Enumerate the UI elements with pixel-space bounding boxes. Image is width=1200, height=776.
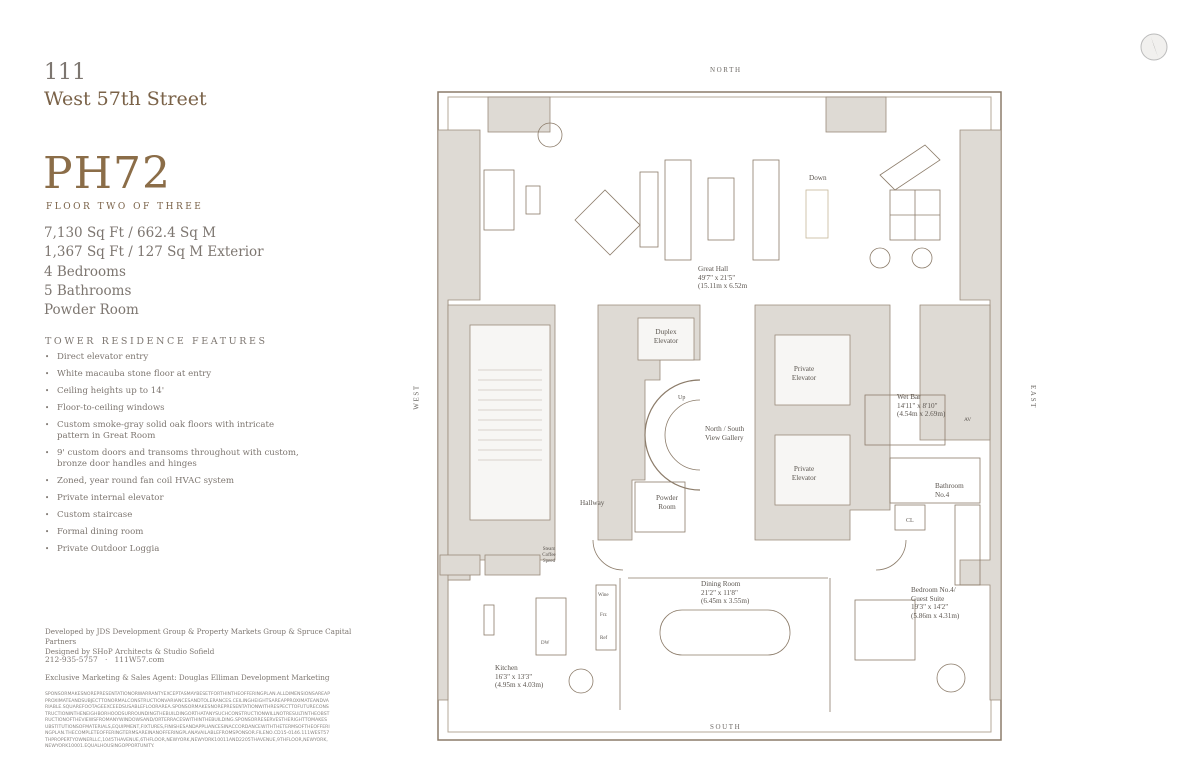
stat-bathrooms: 5 Bathrooms: [44, 282, 132, 299]
direction-north: NORTH: [710, 66, 742, 74]
label-wine: Wine: [598, 593, 609, 598]
feature-item: Custom smoke-gray solid oak floors with …: [45, 420, 305, 442]
feature-item: Private Outdoor Loggia: [45, 544, 305, 555]
phone-number: 212-935-5757: [45, 655, 98, 664]
piano: [574, 189, 641, 256]
room-outlines: [483, 122, 981, 712]
features-title: TOWER RESIDENCE FEATURES: [45, 336, 268, 347]
dining-table: [659, 609, 791, 656]
label-refrigerator: Ref: [600, 636, 608, 641]
bathtub-chaise: [879, 144, 941, 191]
wall-fills: [437, 96, 1002, 701]
sales-agent: Exclusive Marketing & Sales Agent: Dougl…: [45, 673, 330, 682]
features-list: Direct elevator entry White macauba ston…: [45, 352, 305, 561]
contact-line: 212-935-5757 · 111W57.com: [45, 655, 165, 664]
label-down: Down: [809, 174, 827, 182]
feature-item: Zoned, year round fan coil HVAC system: [45, 476, 305, 487]
label-av: AV: [964, 417, 972, 423]
legal-disclaimer: SPONSORMAKESNOREPRESENTATIONORWARRANTYEX…: [45, 692, 330, 749]
feature-item: Floor-to-ceiling windows: [45, 403, 305, 414]
label-hallway: Hallway: [580, 499, 605, 507]
label-closet: CL: [906, 518, 914, 524]
feature-item: Direct elevator entry: [45, 352, 305, 363]
stat-powder-room: Powder Room: [44, 302, 139, 319]
unit-stats: 7,130 Sq Ft / 662.4 Sq M 1,367 Sq Ft / 1…: [44, 224, 264, 320]
unit-floor: FLOOR TWO OF THREE: [46, 202, 204, 212]
feature-item: White macauba stone floor at entry: [45, 369, 305, 380]
spiral-stair: [644, 379, 701, 491]
website-link[interactable]: 111W57.com: [114, 655, 165, 664]
developer-credit: Developed by JDS Development Group & Pro…: [45, 627, 352, 646]
building-street: West 57th Street: [44, 88, 207, 110]
feature-item: Ceiling heights up to 14': [45, 386, 305, 397]
stat-exterior-area: 1,367 Sq Ft / 127 Sq M Exterior: [44, 244, 264, 261]
direction-south: SOUTH: [710, 723, 742, 731]
stat-bedrooms: 4 Bedrooms: [44, 263, 126, 280]
feature-item: Private internal elevator: [45, 493, 305, 504]
sofa: [483, 169, 515, 231]
feature-item: 9' custom doors and transoms throughout …: [45, 448, 305, 470]
sofa: [752, 159, 780, 261]
compass-icon: [1140, 33, 1168, 61]
label-dishwasher: DW: [541, 641, 550, 646]
feature-item: Custom staircase: [45, 510, 305, 521]
building-number: 111: [44, 60, 86, 85]
stat-total-area: 7,130 Sq Ft / 662.4 Sq M: [44, 225, 216, 241]
feature-item: Formal dining room: [45, 527, 305, 538]
direction-west: WEST: [412, 384, 421, 410]
label-freezer: Frz: [600, 613, 607, 618]
direction-east: EAST: [1028, 385, 1037, 409]
bed: [854, 599, 916, 661]
stair-treads: [478, 369, 542, 461]
designer-credit: Designed by SHoP Architects & Studio Sof…: [45, 647, 215, 656]
sofa: [664, 159, 692, 261]
label-up: Up: [678, 395, 686, 401]
credits: Developed by JDS Development Group & Pro…: [45, 627, 365, 657]
cooktop: [483, 604, 495, 636]
unit-name: PH72: [43, 148, 171, 199]
